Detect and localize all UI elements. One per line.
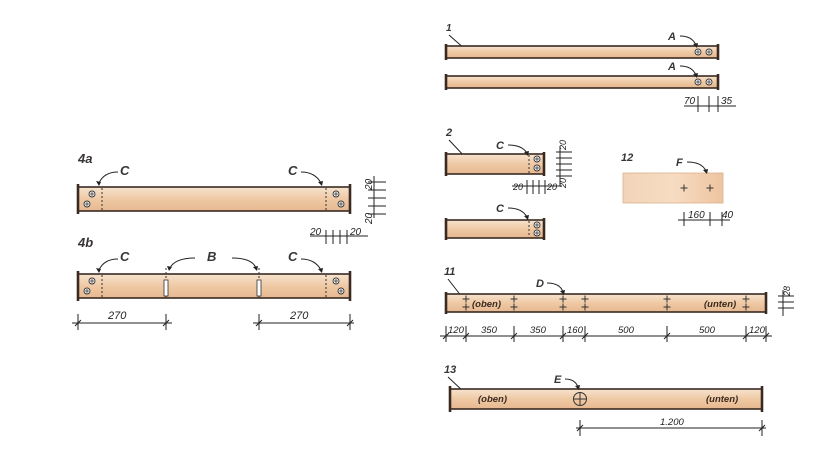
- board-1-lower: [445, 75, 719, 89]
- svg-text:20: 20: [546, 182, 557, 192]
- board-1-upper: [445, 45, 719, 59]
- label-bottom: (unten): [706, 394, 738, 405]
- bolt-icon: [163, 279, 169, 297]
- mark-c: C: [120, 163, 130, 178]
- svg-text:40: 40: [722, 210, 734, 221]
- screw-icon: [83, 200, 91, 208]
- mark-c: C: [288, 249, 298, 264]
- screw-icon: [694, 78, 702, 86]
- svg-text:28: 28: [782, 286, 792, 297]
- svg-text:350: 350: [481, 325, 498, 336]
- svg-text:20: 20: [309, 227, 322, 238]
- svg-text:35: 35: [721, 96, 733, 107]
- label-bottom: (unten): [704, 299, 736, 310]
- mark-e: E: [554, 374, 562, 386]
- dimension-28: 28: [778, 286, 794, 316]
- screw-icon: [88, 277, 96, 285]
- svg-text:120: 120: [448, 325, 465, 336]
- dimension-270: 270 270: [72, 310, 354, 330]
- svg-text:120: 120: [749, 325, 766, 336]
- mark-b: B: [207, 249, 216, 264]
- part-11: 11 (oben) (unten) D 28: [440, 266, 794, 342]
- screw-icon: [83, 287, 91, 295]
- svg-text:350: 350: [530, 325, 547, 336]
- svg-text:270: 270: [289, 310, 309, 322]
- pointer-arrow: [98, 171, 119, 184]
- dimension-70-35: 70 35: [684, 96, 736, 112]
- board-4a: [77, 186, 351, 212]
- screw-icon: [337, 200, 345, 208]
- part-4b: 4b C B C: [72, 235, 354, 330]
- svg-text:160: 160: [567, 325, 584, 336]
- mark-a: A: [667, 61, 676, 73]
- label-top: (oben): [472, 299, 501, 310]
- svg-text:20: 20: [558, 178, 568, 189]
- svg-text:20: 20: [364, 178, 375, 191]
- screw-icon: [337, 287, 345, 295]
- svg-text:70: 70: [684, 96, 696, 107]
- label-11: 11: [444, 266, 455, 278]
- part-13: 13 (oben) (unten) E 1.200: [444, 364, 766, 436]
- board-12: [622, 172, 724, 204]
- dimension-160-40: 160 40: [678, 210, 734, 226]
- bolt-icon: [256, 279, 262, 297]
- svg-text:20: 20: [558, 140, 568, 151]
- svg-text:20: 20: [349, 227, 362, 238]
- mark-c: C: [496, 140, 505, 152]
- mark-c: C: [496, 203, 505, 215]
- label-12: 12: [621, 152, 633, 164]
- mark-a: A: [667, 31, 676, 43]
- label-4a: 4a: [77, 151, 92, 166]
- screw-icon: [533, 229, 541, 237]
- screw-icon: [533, 155, 541, 163]
- label-top: (oben): [478, 394, 507, 405]
- mark-c: C: [120, 249, 130, 264]
- screw-icon: [332, 277, 340, 285]
- svg-text:20: 20: [364, 212, 375, 225]
- part-2: 2 C C 20 20: [444, 127, 572, 240]
- svg-text:1.200: 1.200: [660, 417, 684, 428]
- screw-icon: [332, 190, 340, 198]
- part-12: 12 F 160 40: [621, 152, 734, 226]
- dimension-20-horizontal: 20 20: [309, 227, 368, 244]
- svg-text:270: 270: [107, 310, 127, 322]
- board-4b: [77, 273, 351, 299]
- label-13: 13: [444, 364, 456, 376]
- svg-text:500: 500: [618, 325, 635, 336]
- mark-d: D: [536, 278, 544, 290]
- mark-f: F: [676, 157, 683, 169]
- screw-icon: [533, 221, 541, 229]
- label-1: 1: [446, 23, 452, 34]
- dimension-chain-11: 120 350 350 160 500 500 120: [440, 325, 772, 342]
- screw-icon: [88, 190, 96, 198]
- svg-text:500: 500: [699, 325, 716, 336]
- dimension-20-vertical: 20 20: [364, 176, 386, 225]
- label-2: 2: [445, 127, 452, 139]
- screw-icon: [705, 48, 713, 56]
- part-4a: 4a C C 20 20: [76, 151, 386, 244]
- dimension-20-part2: 20 20 20 20: [512, 140, 572, 194]
- svg-text:20: 20: [512, 182, 523, 192]
- screw-icon: [533, 164, 541, 172]
- part-1: 1 A A 70 35: [444, 23, 736, 112]
- screw-icon: [705, 78, 713, 86]
- mark-c: C: [288, 163, 298, 178]
- dimension-1200: 1.200: [576, 417, 766, 436]
- label-4b: 4b: [77, 235, 93, 250]
- center-hole-icon: [573, 392, 587, 406]
- svg-text:160: 160: [688, 210, 705, 221]
- screw-icon: [694, 48, 702, 56]
